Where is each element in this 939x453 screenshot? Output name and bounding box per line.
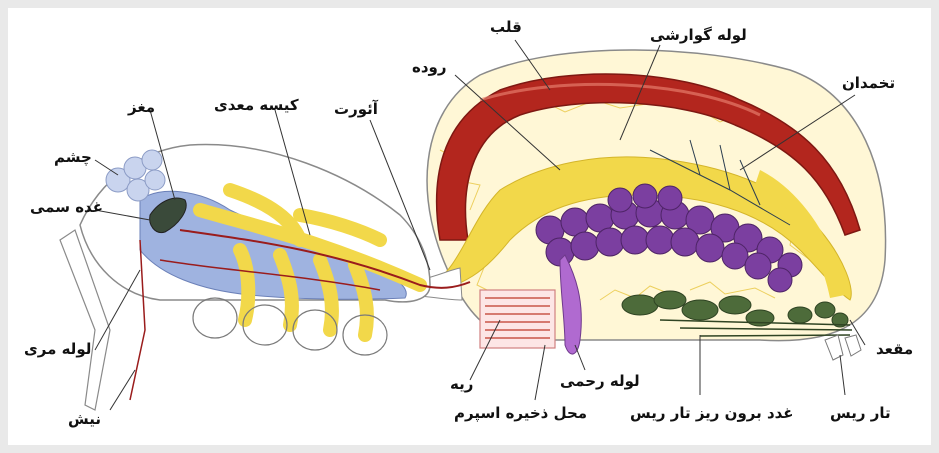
label-anus: مقعد — [876, 340, 913, 358]
label-fang: نیش — [68, 410, 101, 428]
label-esophagus: لوله مری — [24, 340, 91, 358]
label-digestive-tube: لوله گوارشی — [650, 26, 747, 44]
label-spinneret: تار ریس — [830, 404, 891, 422]
label-silk-gland: غدد برون ریز تار ریس — [630, 404, 794, 422]
label-brain: مغز — [128, 98, 155, 116]
spinneret-shape — [825, 335, 861, 360]
label-sperm-storage: محل ذخیره اسپرم — [454, 404, 587, 422]
label-aorta: آئورت — [334, 100, 378, 118]
label-lung: ریه — [450, 375, 473, 393]
label-stomach-pouch: کیسه معدی — [214, 96, 299, 114]
label-heart: قلب — [490, 18, 522, 36]
label-ovary: تخمدان — [842, 74, 895, 92]
label-uterine-tube: لوله رحمی — [560, 372, 640, 390]
lung-shape — [480, 290, 555, 348]
label-poison-gland: غده سمی — [30, 198, 103, 216]
label-intestine: روده — [412, 58, 447, 76]
label-eye: چشم — [54, 148, 92, 166]
